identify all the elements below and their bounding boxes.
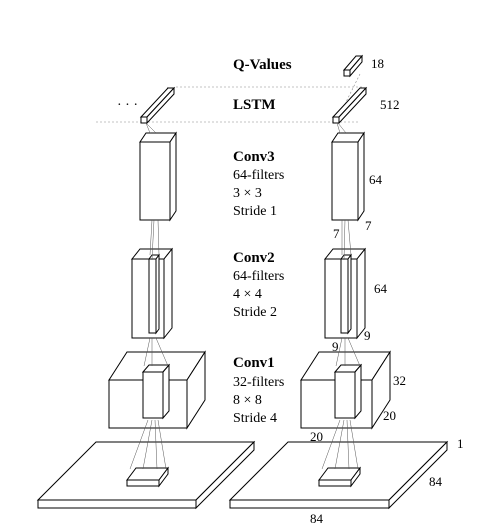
conv3-to-lstm-lines-left	[145, 122, 157, 134]
right-column	[228, 54, 449, 510]
conv3-block-left	[139, 131, 177, 222]
conv2-kernel: 4 × 4	[233, 287, 262, 302]
lstm-bar-right	[331, 86, 368, 125]
ellipsis-label: · · ·	[117, 98, 138, 113]
conv3-title: Conv3	[233, 149, 275, 165]
dimension-labels: 18 512 64 7 7 64 9 9 32 20 20 1 84 84	[310, 56, 464, 526]
conv3-h: 7	[333, 226, 340, 241]
conv1-block-left	[108, 350, 206, 430]
conv1-w: 20	[383, 408, 396, 423]
input-plate-left	[36, 440, 256, 510]
conv1-depth: 32	[393, 373, 406, 388]
conv1-h: 20	[310, 429, 323, 444]
conv3-to-lstm-lines-right	[336, 122, 347, 134]
conv2-to-conv3-lines-right	[341, 219, 352, 261]
qvalues-label: Q-Values	[233, 57, 292, 73]
conv1-kernel: 8 × 8	[233, 393, 262, 408]
qvalues-bar	[342, 54, 364, 78]
conv2-title: Conv2	[233, 250, 275, 266]
conv2-block-right	[323, 247, 367, 340]
conv3-filters: 64-filters	[233, 168, 284, 183]
conv2-stride: Stride 2	[233, 305, 277, 320]
conv1-block-right	[300, 350, 391, 430]
conv1-stride: Stride 4	[233, 411, 277, 426]
conv1-title: Conv1	[233, 355, 275, 371]
conv2-w: 9	[364, 328, 371, 343]
conv3-depth: 64	[369, 172, 383, 187]
input-w: 84	[429, 474, 443, 489]
conv2-to-conv3-lines-left	[149, 219, 160, 261]
input-plate-right	[228, 440, 449, 510]
left-column	[36, 86, 256, 510]
input-to-conv1-lines-left	[129, 419, 167, 470]
conv3-kernel: 3 × 3	[233, 186, 262, 201]
conv2-h: 9	[332, 339, 339, 354]
conv2-depth: 64	[374, 281, 388, 296]
input-to-conv1-lines-right	[321, 419, 359, 470]
input-h: 84	[310, 511, 324, 526]
lstm-label: LSTM	[233, 97, 276, 113]
conv2-block-left	[130, 247, 174, 340]
layer-labels: Q-Values LSTM · · · Conv3 64-filters 3 ×…	[117, 57, 292, 426]
conv1-filters: 32-filters	[233, 375, 284, 390]
qvalues-size: 18	[371, 56, 384, 71]
conv2-filters: 64-filters	[233, 269, 284, 284]
conv1-to-conv2-lines-right	[335, 337, 361, 367]
lstm-size: 512	[380, 97, 400, 112]
conv3-stride: Stride 1	[233, 204, 277, 219]
conv3-w: 7	[365, 218, 372, 233]
input-depth: 1	[457, 436, 464, 451]
conv1-to-conv2-lines-left	[143, 337, 169, 367]
conv3-block-right	[331, 131, 365, 222]
lstm-bar-left	[139, 86, 176, 125]
